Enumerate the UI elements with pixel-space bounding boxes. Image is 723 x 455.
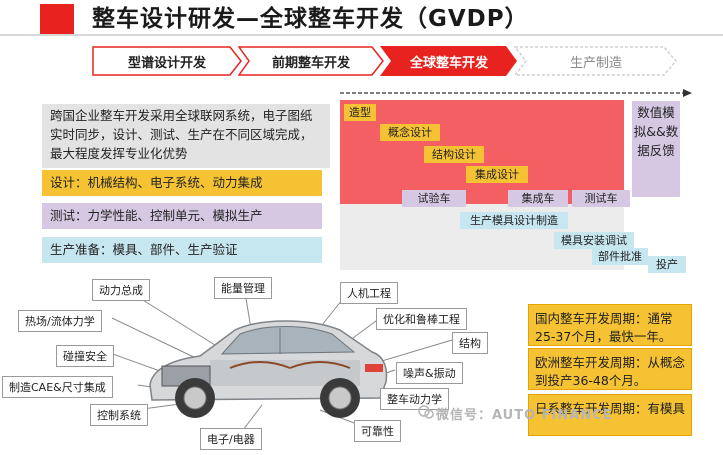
callout-energy-management: 能量管理 [214,277,272,299]
gantt-bar-tooling: 生产模具设计制造 [460,212,568,229]
gantt-bar-styling: 造型 [344,104,376,121]
callout-electrical: 电子/电器 [200,428,262,450]
info-domestic-cycle: 国内整车开发周期：通常25-37个月，最快一年。 [528,304,692,346]
step-early-vehicle: 前期整车开发 [238,46,384,76]
title-accent-bar [40,4,74,34]
gantt-bar-sop: 投产 [648,256,686,273]
simulation-feedback-box: 数值模拟&&数据反馈 [632,101,680,197]
callout-robust-engineering: 优化和鲁棒工程 [376,308,467,330]
gantt-bar-test-car: 试验车 [402,190,466,207]
step-spectrum-design: 型谱设计开发 [92,46,242,76]
callout-crash-safety: 碰撞安全 [56,345,114,367]
step-arrow-shape [514,46,677,76]
step-production: 生产制造 [514,46,678,76]
wechat-icon [418,405,434,419]
info-europe-cycle: 欧洲整车开发周期：从概念到投产36-48个月。 [528,348,692,390]
callout-thermal-fluid: 热场/流体力学 [18,310,102,332]
page-title: 整车设计研发—全球整车开发（GVDP） [92,6,529,32]
callout-control-systems: 控制系统 [90,404,148,426]
callout-reliability: 可靠性 [354,420,401,442]
car-cutaway-image [149,320,388,418]
step-label: 前期整车开发 [271,55,350,71]
callout-structure: 结构 [452,332,488,354]
production-prep-panel: 生产准备：模具、部件、生产验证 [42,237,322,263]
step-label: 型谱设计开发 [127,55,206,71]
watermark: 微信号：AUTO FINANCE [436,408,613,423]
timeline-arrow [340,89,692,97]
gantt-bar-integration-car: 集成车 [508,190,568,207]
step-arrow-shape [238,46,384,76]
design-panel: 设计：机械结构、电子系统、动力集成 [42,170,322,196]
test-panel: 测试：力学性能、控制单元、模拟生产 [42,203,322,229]
callout-noise-vibration: 噪声&振动 [396,362,463,384]
gantt-bar-concept: 概念设计 [380,124,440,141]
gantt-bar-integration: 集成设计 [466,166,528,183]
callout-powertrain: 动力总成 [92,279,150,301]
gantt-bar-structure: 结构设计 [424,146,484,163]
description-panel: 跨国企业整车开发采用全球联网系统，电子图纸实时同步，设计、测试、生产在不同区域完… [42,104,330,168]
gantt-bar-validation-car: 测试车 [572,190,630,207]
callout-manufacturing-cae: 制造CAE&尺寸集成 [2,376,113,398]
info-japan-cycle: 日系整车开发周期：有模具 [528,394,692,436]
step-label: 生产制造 [569,55,622,71]
title-divider [0,34,723,36]
gantt-bar-tool-install: 模具安装调试 [554,232,634,249]
step-global-vehicle: 全球整车开发 [380,46,518,76]
step-arrow-shape [380,46,517,76]
gantt-bar-parts-approval: 部件批准 [592,248,648,265]
callout-vehicle-dynamics: 整车动力学 [380,388,449,410]
callout-ergonomics: 人机工程 [340,282,398,304]
step-arrow-shape [92,46,242,76]
step-label: 全球整车开发 [409,55,488,71]
